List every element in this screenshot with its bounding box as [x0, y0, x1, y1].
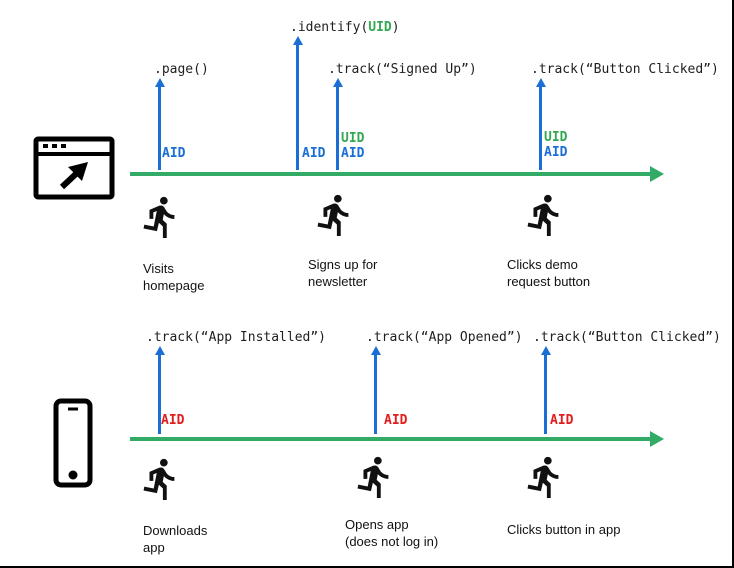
- code-text: .track(“Button Clicked”): [531, 62, 719, 77]
- caption-line: Downloads: [143, 523, 208, 538]
- event-arrow: [154, 78, 165, 170]
- event-caption: Clicks button in app: [507, 521, 620, 538]
- aid-label: AID: [302, 146, 326, 161]
- walking-person-icon: [317, 194, 349, 237]
- event-arrow: [154, 346, 165, 434]
- event-code-track-button-clicked: .track(“Button Clicked”): [533, 330, 721, 345]
- aid-label: AID: [341, 146, 365, 161]
- walking-person-icon: [357, 456, 389, 499]
- code-text: .page(): [154, 62, 209, 77]
- event-code-identify: .identify(UID): [290, 20, 400, 35]
- walking-person-icon: [143, 458, 175, 501]
- caption-line: Clicks demo: [507, 257, 578, 272]
- walking-person-icon: [527, 194, 559, 237]
- mobile-timeline-arrowhead: [650, 431, 664, 447]
- event-caption: Opens app (does not log in): [345, 516, 438, 550]
- event-arrow: [332, 78, 343, 170]
- event-arrow: [292, 36, 303, 170]
- mobile-timeline-line: [130, 437, 652, 441]
- event-code-track-button-clicked: .track(“Button Clicked”): [531, 62, 719, 77]
- caption-line: Opens app: [345, 517, 409, 532]
- browser-icon: [33, 136, 115, 200]
- caption-line: Visits: [143, 261, 174, 276]
- aid-label: AID: [384, 413, 408, 428]
- event-code-page: .page(): [154, 62, 209, 77]
- web-timeline-line: [130, 172, 652, 176]
- event-caption: Downloads app: [143, 522, 207, 556]
- walking-person-icon: [527, 456, 559, 499]
- caption-line: newsletter: [308, 274, 368, 289]
- event-caption: Clicks demo request button: [507, 256, 590, 290]
- event-caption: Visits homepage: [143, 260, 204, 294]
- event-arrow: [535, 78, 546, 170]
- caption-line: (does not log in): [345, 534, 439, 549]
- event-caption: Signs up for newsletter: [308, 256, 377, 290]
- uid-label: UID: [544, 130, 568, 145]
- event-code-track-app-installed: .track(“App Installed”): [146, 330, 327, 345]
- smartphone-icon: [53, 398, 93, 488]
- aid-label: AID: [161, 413, 185, 428]
- walking-person-icon: [143, 196, 175, 239]
- aid-label: AID: [162, 146, 186, 161]
- caption-line: homepage: [143, 278, 205, 293]
- event-code-track-signed-up: .track(“Signed Up”): [328, 62, 477, 77]
- code-text: .identify(: [290, 20, 369, 35]
- web-timeline-arrowhead: [650, 166, 664, 182]
- caption-line: Signs up for: [308, 257, 378, 272]
- code-text: .track(“Signed Up”): [328, 62, 477, 77]
- event-arrow: [370, 346, 381, 434]
- caption-line: app: [143, 540, 165, 555]
- event-arrow: [540, 346, 551, 434]
- caption-line: Clicks button in app: [507, 522, 621, 537]
- caption-line: request button: [507, 274, 591, 289]
- aid-label: AID: [550, 413, 574, 428]
- code-text: ): [391, 20, 400, 35]
- event-code-track-app-opened: .track(“App Opened”): [366, 330, 523, 345]
- code-uid-text: UID: [368, 20, 392, 35]
- aid-label: AID: [544, 145, 568, 160]
- uid-label: UID: [341, 131, 365, 146]
